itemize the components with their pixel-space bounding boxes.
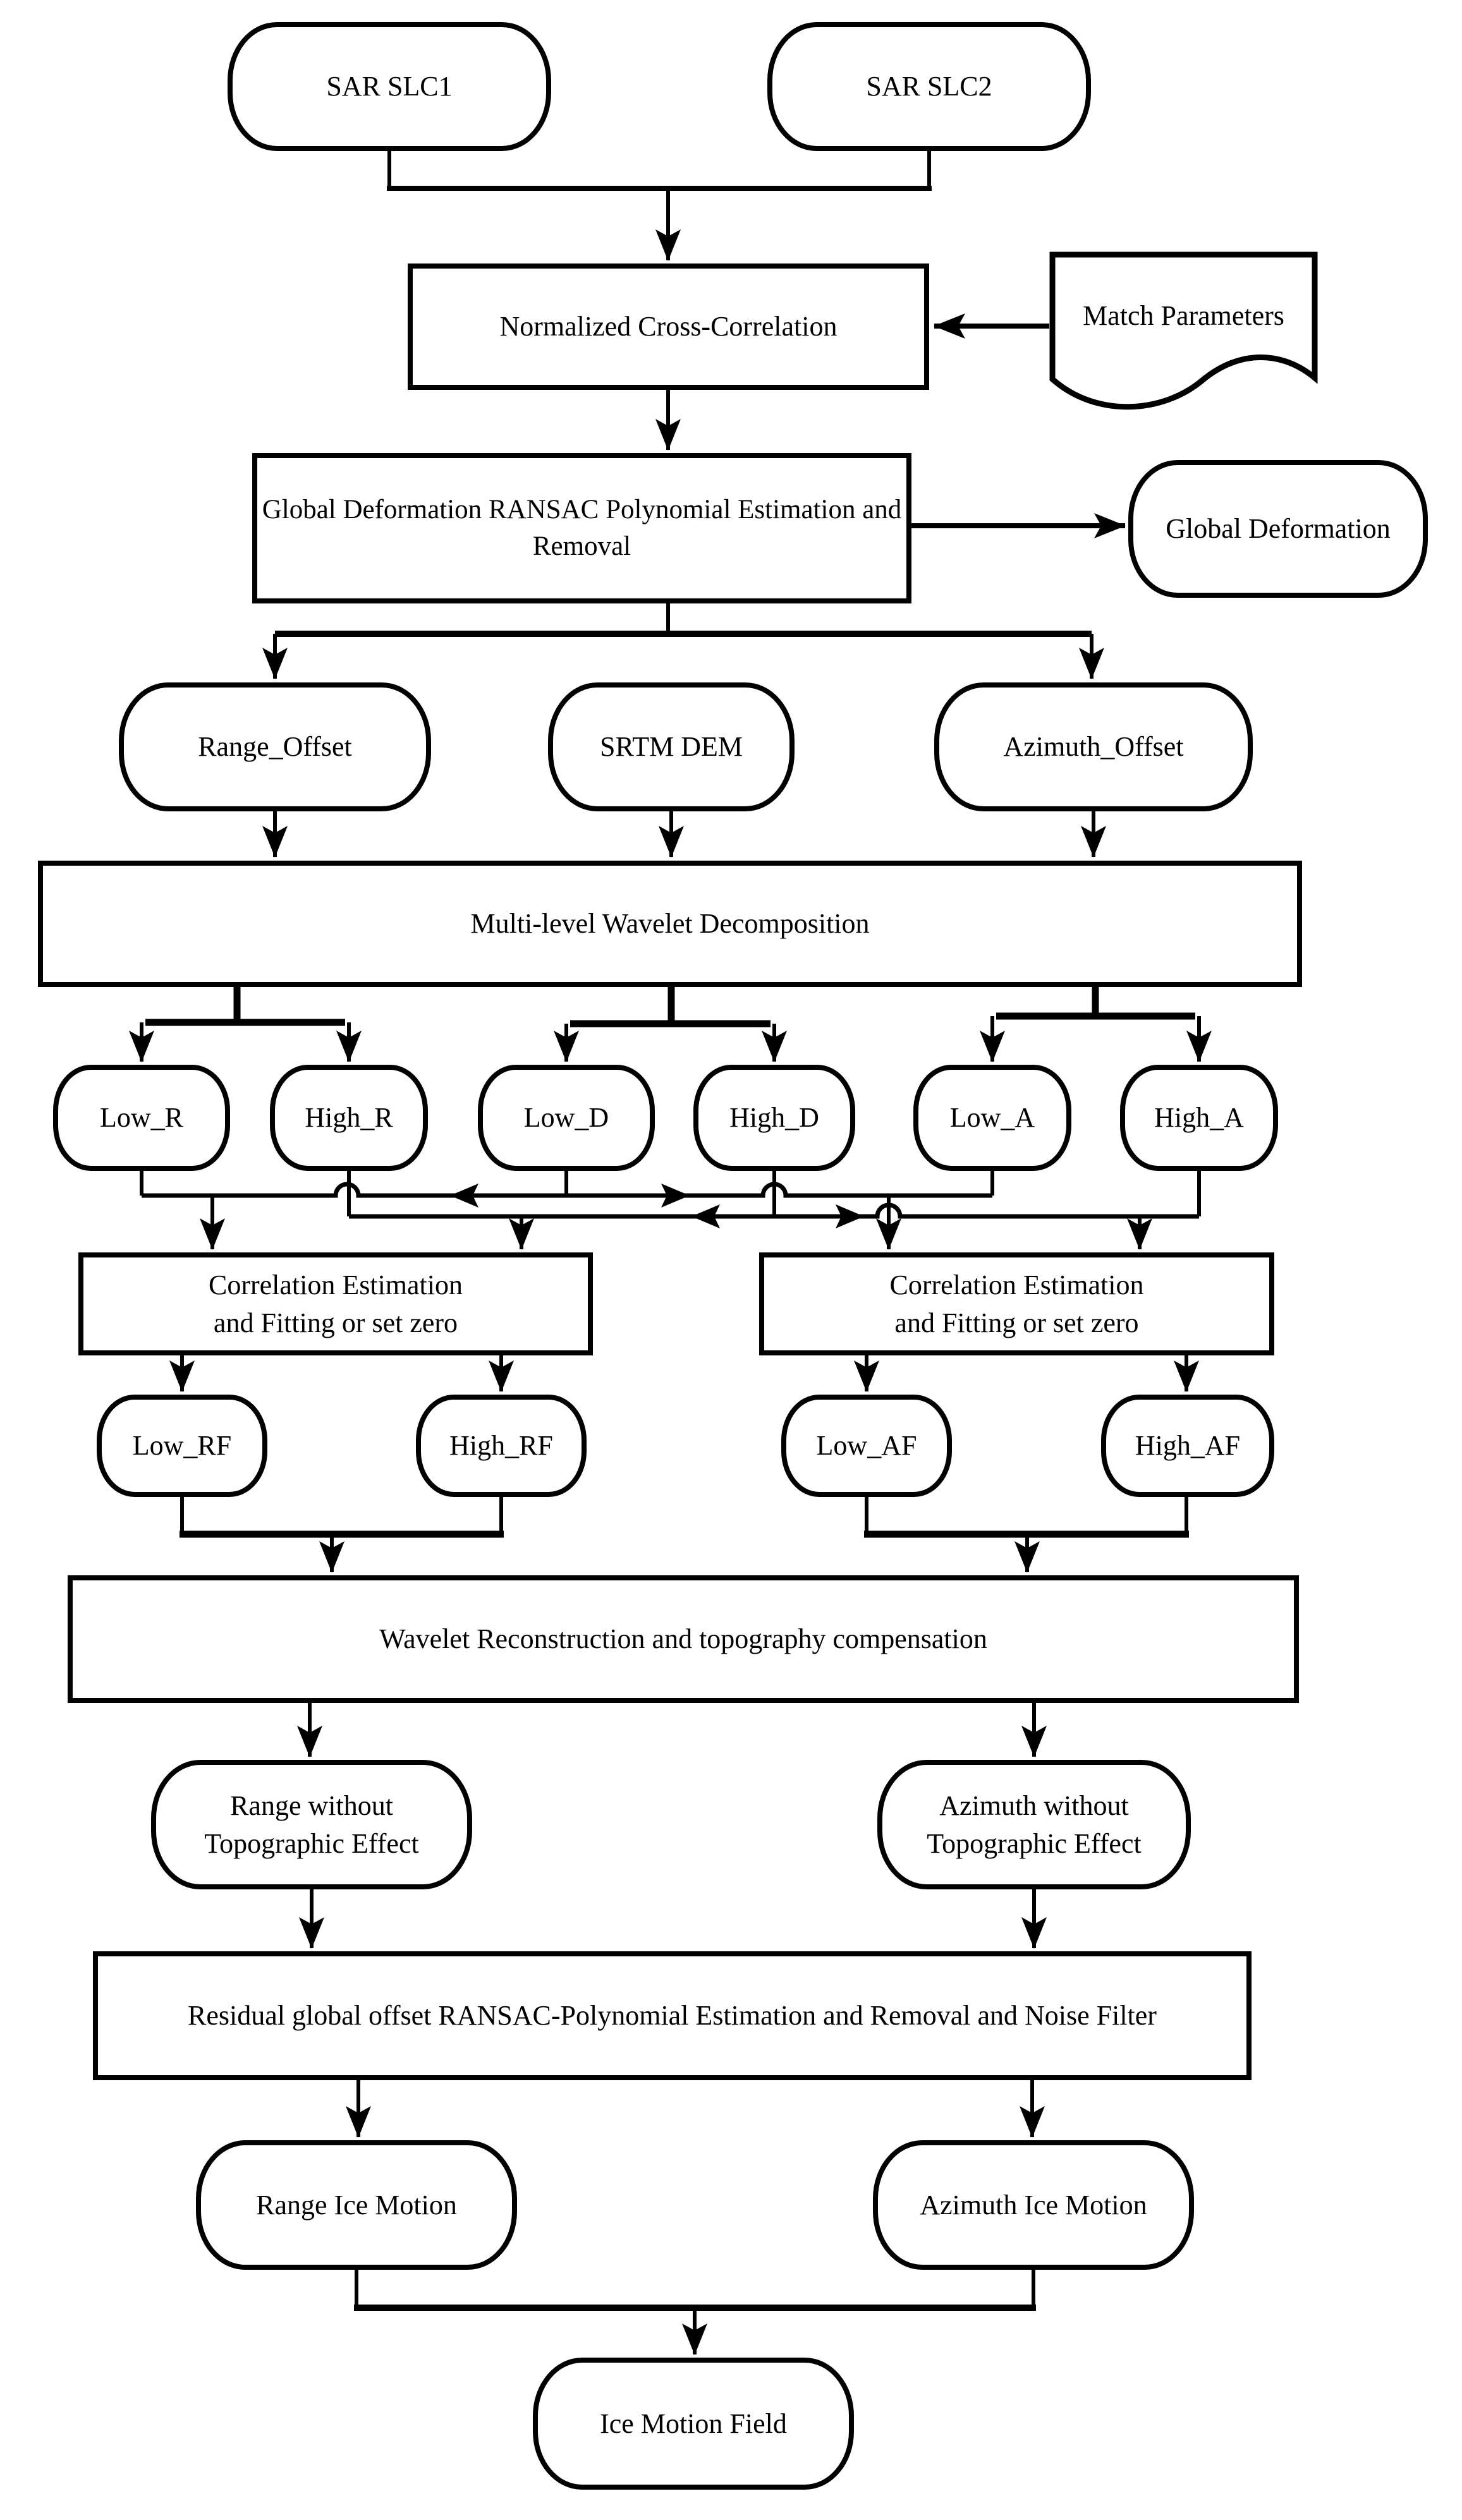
node-label-line2: and Fitting or set zero [213, 1307, 458, 1338]
node-residual-global-offset: Residual global offset RANSAC-Polynomial… [93, 1951, 1252, 2080]
connector-residual-outputs [346, 2080, 1045, 2138]
connector-low-bus [140, 1170, 994, 1250]
node-label: Low_D [523, 1102, 609, 1134]
node-label: Low_RF [132, 1430, 232, 1462]
connector-topo-residual [299, 1889, 1047, 1949]
node-high-a: High_A [1120, 1065, 1278, 1171]
node-label-line1: Azimuth without [939, 1790, 1129, 1822]
connector-reconstruction-outputs [297, 1703, 1047, 1757]
node-label: Ice Motion Field [600, 2408, 787, 2439]
node-label: High_AF [1135, 1430, 1241, 1462]
node-label: Low_AF [816, 1430, 917, 1462]
node-label: Residual global offset RANSAC-Polynomial… [188, 2000, 1157, 2032]
node-range-ice-motion: Range Ice Motion [196, 2140, 517, 2270]
document-shape-match-parameters [934, 251, 1318, 410]
node-low-r: Low_R [53, 1065, 230, 1171]
node-label: Match Parameters [1083, 300, 1284, 331]
node-match-parameters: Match Parameters [1049, 251, 1318, 379]
node-global-deformation-ransac: Global Deformation RANSAC Polynomial Est… [252, 453, 911, 603]
node-label: Range Ice Motion [256, 2189, 457, 2220]
node-label: SRTM DEM [600, 731, 743, 763]
node-label-line1: Global Deformation RANSAC Polynomial Est… [262, 494, 902, 524]
node-label: Global Deformation [1166, 513, 1391, 545]
node-multilevel-wavelet-decomposition: Multi-level Wavelet Decomposition [38, 861, 1302, 987]
node-global-deformation: Global Deformation [1128, 460, 1428, 598]
node-label: High_A [1154, 1102, 1244, 1134]
node-label: Normalized Cross-Correlation [499, 311, 838, 342]
node-label-line1: Correlation Estimation [889, 1269, 1144, 1301]
node-low-af: Low_AF [781, 1395, 952, 1497]
node-wavelet-reconstruction: Wavelet Reconstruction and topography co… [68, 1575, 1299, 1703]
node-high-rf: High_RF [416, 1395, 587, 1497]
node-label-line2: Topographic Effect [204, 1827, 419, 1859]
node-label-line1: Correlation Estimation [208, 1269, 463, 1301]
node-label: SAR SLC2 [866, 71, 992, 102]
node-correlation-estimation-range: Correlation Estimation and Fitting or se… [78, 1252, 593, 1355]
node-ice-motion-field: Ice Motion Field [533, 2358, 854, 2490]
connector-merge-reconstruction [180, 1497, 1189, 1573]
connector-high-bus [347, 1170, 1201, 1250]
node-label-line2: Topographic Effect [927, 1827, 1142, 1859]
connector-offsets-decomposition [262, 811, 1106, 857]
node-azimuth-ice-motion: Azimuth Ice Motion [873, 2140, 1194, 2270]
node-srtm-dem: SRTM DEM [548, 682, 795, 811]
node-low-rf: Low_RF [97, 1395, 267, 1497]
node-label: Azimuth_Offset [1003, 731, 1184, 763]
node-label: High_D [729, 1102, 819, 1134]
node-azimuth-offset: Azimuth_Offset [934, 682, 1253, 811]
node-label: Low_R [100, 1102, 183, 1134]
connector-ransac-offsets [262, 603, 1104, 679]
node-normalized-cross-correlation: Normalized Cross-Correlation [408, 264, 929, 390]
node-label-line2: Removal [532, 531, 631, 561]
node-low-d: Low_D [478, 1065, 655, 1171]
node-label: High_RF [449, 1430, 553, 1462]
connector-correlation-outputs [169, 1355, 1199, 1392]
node-label: Azimuth Ice Motion [920, 2189, 1147, 2220]
connector-decomposition-components [129, 987, 1212, 1062]
node-sar-slc2: SAR SLC2 [767, 22, 1091, 151]
node-range-without-topographic-effect: Range without Topographic Effect [151, 1760, 472, 1889]
node-label: Range_Offset [198, 731, 352, 763]
node-label-line2: and Fitting or set zero [894, 1307, 1139, 1338]
connector-slc-merge [387, 150, 932, 261]
node-label: High_R [305, 1102, 393, 1134]
node-label: Low_A [949, 1102, 1035, 1134]
node-high-r: High_R [270, 1065, 428, 1171]
node-range-offset: Range_Offset [119, 682, 431, 811]
node-label: Multi-level Wavelet Decomposition [470, 908, 870, 940]
node-high-af: High_AF [1101, 1395, 1274, 1497]
node-high-d: High_D [693, 1065, 855, 1171]
node-label-line1: Range without [230, 1790, 393, 1822]
connector-ice-motion-merge [354, 2270, 1036, 2355]
node-low-a: Low_A [913, 1065, 1071, 1171]
node-label: Wavelet Reconstruction and topography co… [379, 1623, 987, 1655]
node-label: SAR SLC1 [326, 71, 453, 102]
node-sar-slc1: SAR SLC1 [228, 22, 551, 151]
node-correlation-estimation-azimuth: Correlation Estimation and Fitting or se… [759, 1252, 1274, 1355]
node-azimuth-without-topographic-effect: Azimuth without Topographic Effect [877, 1760, 1191, 1889]
